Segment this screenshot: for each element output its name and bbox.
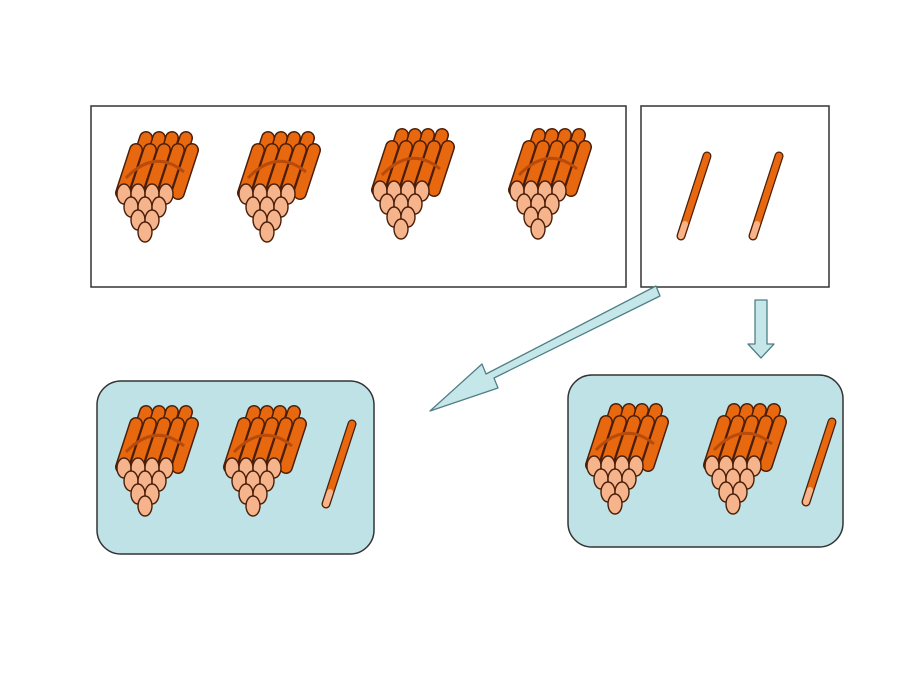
left-group xyxy=(96,380,375,555)
bundles-box xyxy=(90,105,627,288)
singles-box xyxy=(640,105,830,288)
right-group xyxy=(567,374,844,548)
arrow-to-right-group xyxy=(747,299,775,359)
arrow-to-left-group xyxy=(429,285,661,412)
